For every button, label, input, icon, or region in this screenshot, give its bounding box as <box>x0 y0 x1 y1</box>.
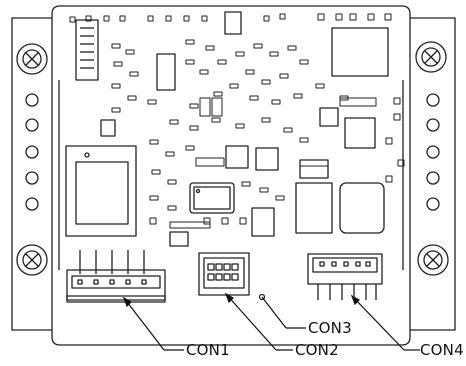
top-right-ic <box>331 27 389 77</box>
right-terminals <box>426 93 440 211</box>
mounting-hole-bl <box>16 244 48 276</box>
con4-label: CON4 <box>420 341 464 359</box>
con4-leader <box>351 295 405 351</box>
con3-leader <box>261 296 287 329</box>
con1-connector <box>66 250 166 303</box>
con3-label: CON3 <box>308 319 352 337</box>
con1-leader <box>123 297 165 351</box>
con4-connector <box>307 253 383 300</box>
con3-test-point <box>258 293 266 301</box>
board-outline <box>11 5 456 346</box>
con2-label: CON2 <box>295 341 339 359</box>
con2-leader <box>225 293 277 351</box>
con1-label: CON1 <box>186 341 230 359</box>
transformer <box>65 145 137 237</box>
mounting-hole-tr <box>415 41 447 73</box>
mounting-hole-br <box>417 244 449 276</box>
con2-connector <box>198 252 250 296</box>
main-ic <box>189 182 235 214</box>
left-terminals <box>25 93 39 211</box>
small-components <box>69 13 405 225</box>
resistor-arrays <box>169 97 377 229</box>
left-header-component <box>75 19 99 81</box>
mounting-hole-tl <box>16 43 48 75</box>
